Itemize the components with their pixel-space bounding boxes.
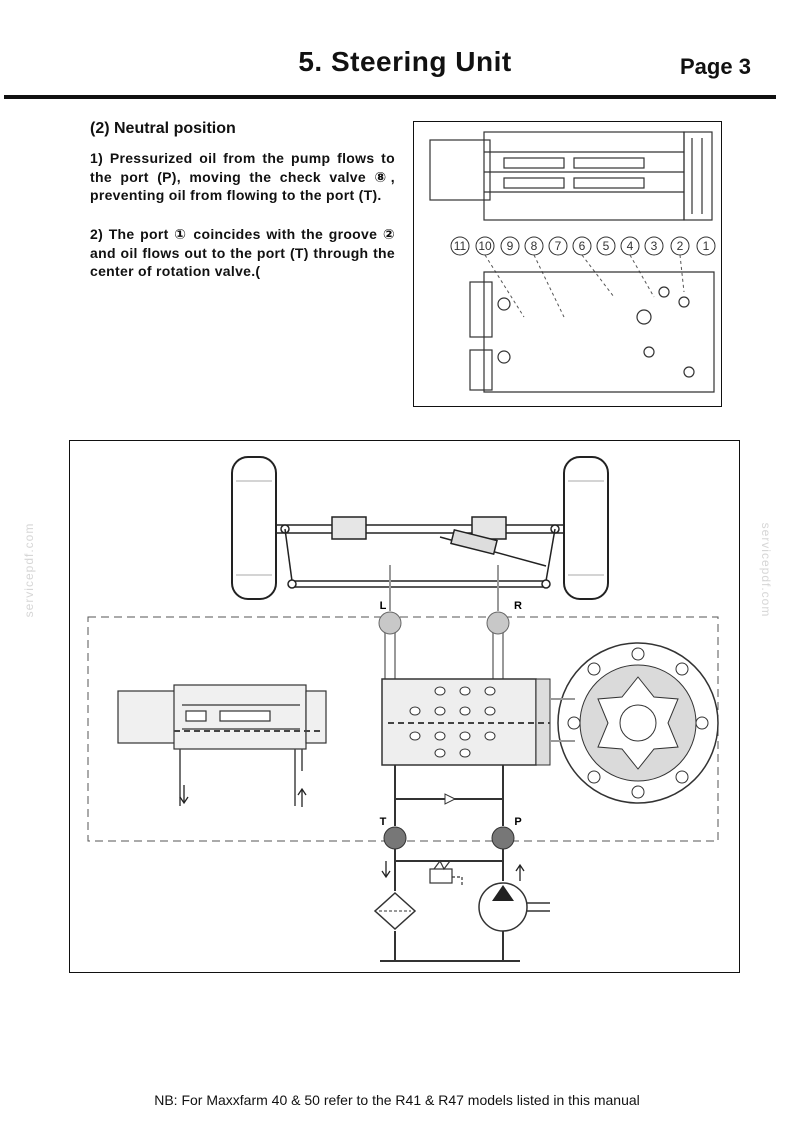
flow-arrow-down-icon: [179, 785, 189, 805]
top-figure-number: 9: [507, 239, 514, 253]
top-figure-number: 7: [555, 239, 562, 253]
page-number: Page 3: [680, 54, 751, 79]
top-figure-number: 5: [603, 239, 610, 253]
paragraph-2: 2) The port ① coincides with the groove …: [90, 226, 395, 279]
port-r: [486, 611, 510, 635]
port-p-label: P: [514, 816, 521, 828]
relief-valve-icon: [429, 859, 463, 887]
top-figure-number: 2: [677, 239, 684, 253]
control-valve: [381, 678, 551, 766]
rotary-valve-detail: [117, 684, 327, 750]
flow-arrow-up-icon: [297, 787, 307, 807]
gerotor-metering-unit: [557, 642, 719, 804]
watermark-right: servicepdf.com: [759, 522, 773, 618]
port-l-label: L: [380, 600, 387, 612]
left-wheel-icon: [231, 456, 277, 600]
pump-icon: [478, 882, 528, 932]
port-r-label: R: [514, 600, 522, 612]
top-figure-number: 3: [651, 239, 658, 253]
top-figure-number: 1: [703, 239, 710, 253]
page-title: 5. Steering Unit: [298, 46, 512, 77]
top-figure-number: 11: [454, 239, 467, 253]
top-figure-number: 6: [579, 239, 586, 253]
tank-flow-arrow-icon: [381, 861, 391, 879]
top-figure-number: 10: [478, 239, 492, 253]
footer-note: NB: For Maxxfarm 40 & 50 refer to the R4…: [154, 1092, 640, 1108]
paragraph-1: 1) Pressurized oil from the pump flows t…: [90, 150, 395, 203]
pump-flow-arrow-icon: [515, 863, 525, 881]
return-flow-arrow-icon: [444, 793, 457, 805]
header-divider: [4, 95, 776, 99]
port-t-label: T: [380, 816, 387, 828]
port-p: [491, 826, 515, 850]
port-t: [383, 826, 407, 850]
right-wheel-icon: [563, 456, 609, 600]
watermark-left: servicepdf.com: [22, 522, 36, 618]
valve-section-figure: 11 10 9 8 7 6 5 4 3 2 1: [413, 121, 722, 407]
section-heading: (2) Neutral position: [90, 120, 236, 137]
top-figure-number: 4: [627, 239, 634, 253]
hydraulic-schematic: L R: [69, 440, 740, 973]
top-figure-number: 8: [531, 239, 538, 253]
steering-linkage: [276, 516, 564, 589]
port-l: [378, 611, 402, 635]
